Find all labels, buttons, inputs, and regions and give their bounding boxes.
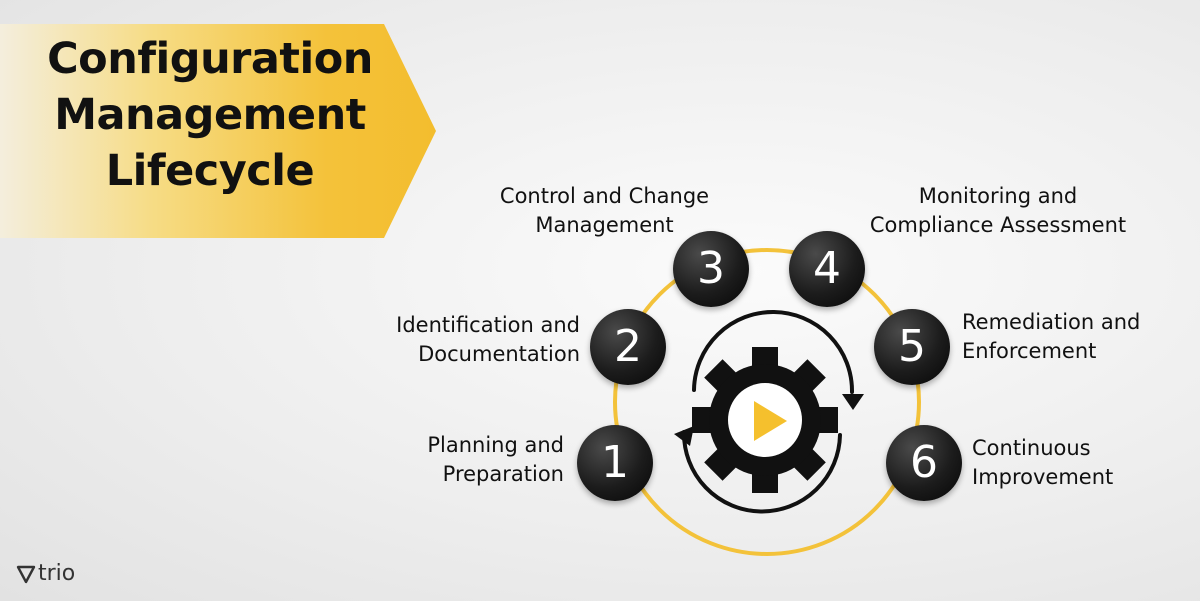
brand-logo: trio [16,561,75,586]
page-title: Configuration Management Lifecycle [47,34,373,196]
step-2-label: Identification and Documentation [396,313,580,366]
step-3-label: Control and Change Management [499,184,710,237]
lifecycle-ring [613,248,921,556]
trio-shield-icon [16,565,36,583]
step-6-label: Continuous Improvement [972,436,1114,489]
step-6-node: 6 [886,425,962,501]
step-3-node: 3 [673,231,749,307]
cycle-arrows-icon [681,310,855,514]
brand-name: trio [38,561,76,586]
step-4-label: Monitoring and Compliance Assessment [869,184,1127,237]
gear-icon [692,347,838,493]
step-1-label: Planning and Preparation [427,433,564,486]
step-4-node: 4 [789,231,865,307]
step-2-node: 2 [590,309,666,385]
step-5-node: 5 [874,309,950,385]
step-1-node: 1 [577,425,653,501]
arrowhead-right-icon [842,394,864,410]
title-banner [0,24,436,238]
play-icon [754,401,787,441]
step-5-label: Remediation and Enforcement [962,310,1141,363]
arrowhead-left-icon [674,426,694,446]
